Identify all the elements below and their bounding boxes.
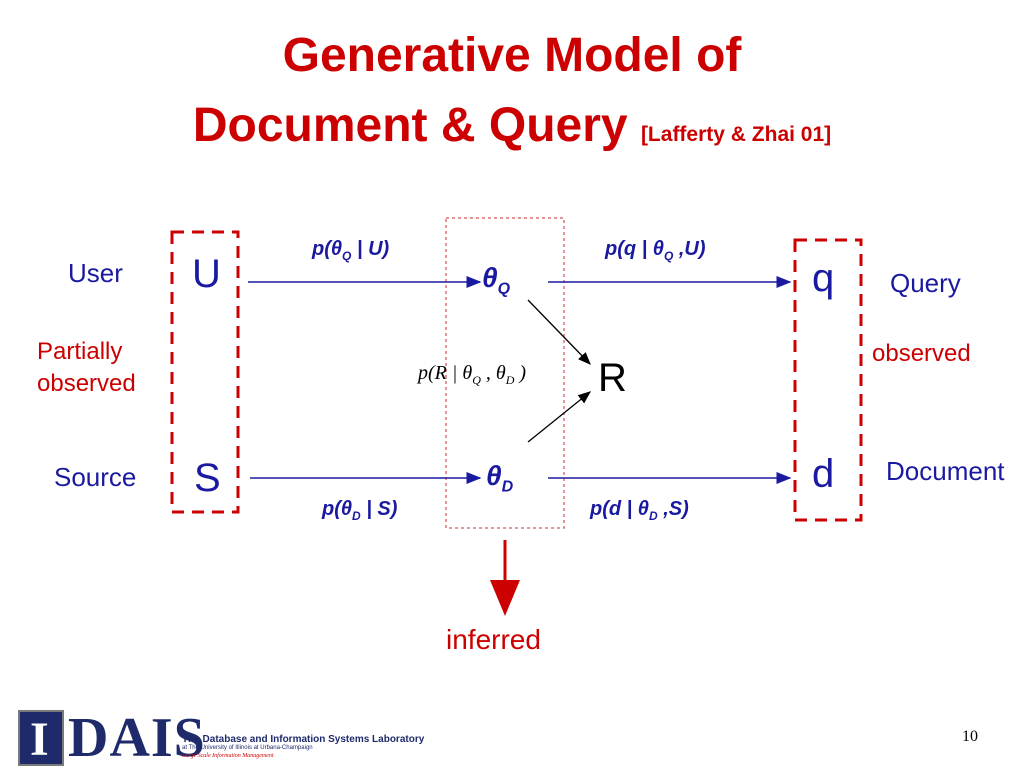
label-inferred: inferred [446, 624, 541, 655]
node-theta-q-sub: Q [497, 280, 511, 298]
node-R: R [598, 356, 627, 400]
label-partially-observed: Partially observed [37, 336, 136, 400]
lab-affiliation: at The University of Illinois at Urbana-… [182, 745, 313, 751]
formula-sub2: D [505, 373, 515, 387]
title-line-2: Document & Query [Lafferty & Zhai 01] [0, 98, 1024, 163]
label-partially: Partially [37, 338, 123, 365]
dais-logo-text: DAIS [68, 707, 206, 769]
formula-p-thetaq-given-u: p(θQ | U) [312, 238, 389, 263]
formula-pre: p(q | θ [605, 238, 664, 260]
formula-sub: Q [342, 249, 352, 263]
user-source-box [170, 230, 240, 514]
label-document: Document [886, 456, 1005, 486]
formula-post: ,U) [673, 238, 706, 260]
formula-sub1: Q [472, 373, 481, 387]
title-citation: [Lafferty & Zhai 01] [640, 123, 832, 146]
formula-pre: p(θ [322, 498, 353, 520]
formula-sub: Q [663, 249, 674, 263]
page-number: 10 [962, 728, 978, 745]
formula-post: | S) [360, 498, 398, 520]
lab-name: The Database and Information Systems Lab… [182, 734, 425, 745]
title-line-1: Generative Model of [282, 29, 742, 82]
node-theta-q: θQ [482, 262, 510, 299]
formula-p-q-given-thetaq-u: p(q | θQ ,U) [605, 238, 706, 263]
dais-logo-block [18, 710, 64, 766]
arrow-thetaq-to-r [527, 299, 591, 365]
node-d: d [812, 452, 835, 496]
label-observed-right: observed [872, 340, 971, 367]
formula-mid: , θ [480, 362, 506, 384]
node-U: U [192, 252, 221, 296]
node-theta-d: θD [486, 460, 513, 497]
node-theta-d-sub: D [501, 478, 514, 496]
node-theta-d-symbol: θ [486, 460, 502, 491]
formula-post: | U) [351, 238, 390, 260]
formula-sub: D [352, 509, 361, 523]
inferred-box [445, 217, 565, 529]
label-user: User [68, 258, 123, 288]
formula-pre: p(d | θ [590, 498, 649, 520]
label-source: Source [54, 462, 137, 492]
formula-pre: p(θ [312, 238, 343, 260]
arrow-thetad-to-r [527, 391, 592, 443]
node-S: S [194, 456, 221, 500]
formula-sub: D [648, 509, 658, 523]
title-main: Document & Query [192, 99, 628, 152]
formula-p-d-given-thetad-s: p(d | θD ,S) [590, 498, 689, 523]
formula-post: ) [514, 362, 527, 384]
label-query: Query [890, 268, 961, 298]
node-q: q [812, 256, 835, 300]
query-document-box [793, 238, 863, 522]
illinois-logo-letter: I [30, 713, 49, 766]
lab-tagline: Large Scale Information Management [182, 753, 274, 759]
formula-p-thetad-given-s: p(θD | S) [322, 498, 397, 523]
label-observed-left: observed [37, 370, 136, 397]
node-theta-q-symbol: θ [482, 262, 498, 293]
formula-p-r-given-thetas: p(R | θQ , θD ) [418, 362, 526, 388]
formula-post: ,S) [657, 498, 689, 520]
formula-pre: p(R | θ [418, 362, 473, 384]
